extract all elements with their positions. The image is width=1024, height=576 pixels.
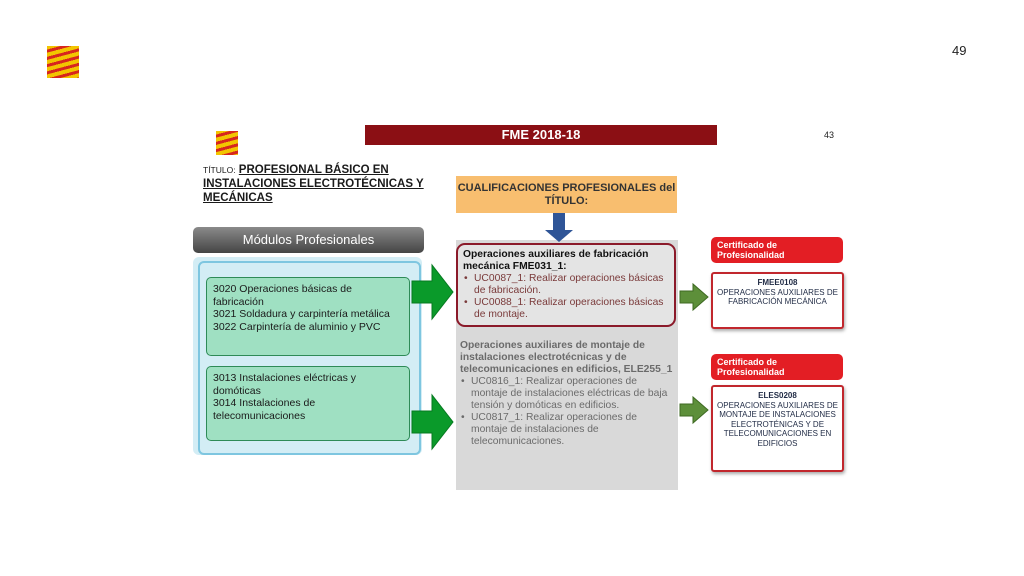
certificate-name: OPERACIONES AUXILIARES DE FABRICACIÓN ME… [717,287,838,307]
certificate-code: FMEE0108 [757,278,798,287]
modulos-panel-border [198,261,421,455]
module-item: 3014 Instalaciones de telecomunicaciones [213,397,316,422]
arrow-down-icon [545,213,573,242]
title-banner: FME 2018-18 [365,125,717,145]
titulo-label: TÍTULO: [203,165,236,175]
modulos-group-fabricacion: 3020 Operaciones básicas de fabricación … [206,277,410,356]
certificate-label: Certificado de Profesionalidad [711,237,843,263]
page-number: 49 [952,43,967,58]
qualification-title: Operaciones auxiliares de fabricación me… [463,249,649,272]
certificate-label: Certificado de Profesionalidad [711,354,843,380]
aragon-flag-icon [216,131,238,155]
qualification-fme031: Operaciones auxiliares de fabricación me… [456,243,676,327]
titulo-value: PROFESIONAL BÁSICO EN INSTALACIONES ELEC… [203,164,424,204]
certificate-name: OPERACIONES AUXILIARES DE MONTAJE DE INS… [717,400,838,448]
certificate-fmee0108: FMEE0108 OPERACIONES AUXILIARES DE FABRI… [711,272,844,329]
module-item: 3013 Instalaciones eléctricas y domótica… [213,372,356,397]
unit-item: UC0088_1: Realizar operaciones básicas d… [463,297,669,321]
modulos-group-instalaciones: 3013 Instalaciones eléctricas y domótica… [206,366,410,441]
modulos-header: Módulos Profesionales [193,227,424,253]
arrow-right-icon [411,263,454,321]
aragon-flag-icon [47,46,79,78]
certificate-code: ELES0208 [758,391,797,400]
slide-number: 43 [824,130,835,140]
arrow-right-icon [411,393,454,451]
certificate-eles0208: ELES0208 OPERACIONES AUXILIARES DE MONTA… [711,385,844,472]
module-item: 3022 Carpintería de aluminio y PVC [213,320,381,333]
cualificaciones-header: CUALIFICACIONES PROFESIONALES del TÍTULO… [456,176,677,213]
qualification-ele255: Operaciones auxiliares de montaje de ins… [460,340,674,448]
unit-item: UC0087_1: Realizar operaciones básicas d… [463,273,669,297]
arrow-right-icon [679,395,709,425]
qualification-title: Operaciones auxiliares de montaje de ins… [460,340,673,375]
module-item: 3020 Operaciones básicas de fabricación [213,283,352,308]
arrow-right-icon [679,282,709,312]
unit-item: UC0817_1: Realizar operaciones de montaj… [460,412,674,448]
titulo-block: TÍTULO: PROFESIONAL BÁSICO EN INSTALACIO… [203,163,433,205]
module-item: 3021 Soldadura y carpintería metálica [213,308,390,320]
unit-item: UC0816_1: Realizar operaciones de montaj… [460,376,674,412]
